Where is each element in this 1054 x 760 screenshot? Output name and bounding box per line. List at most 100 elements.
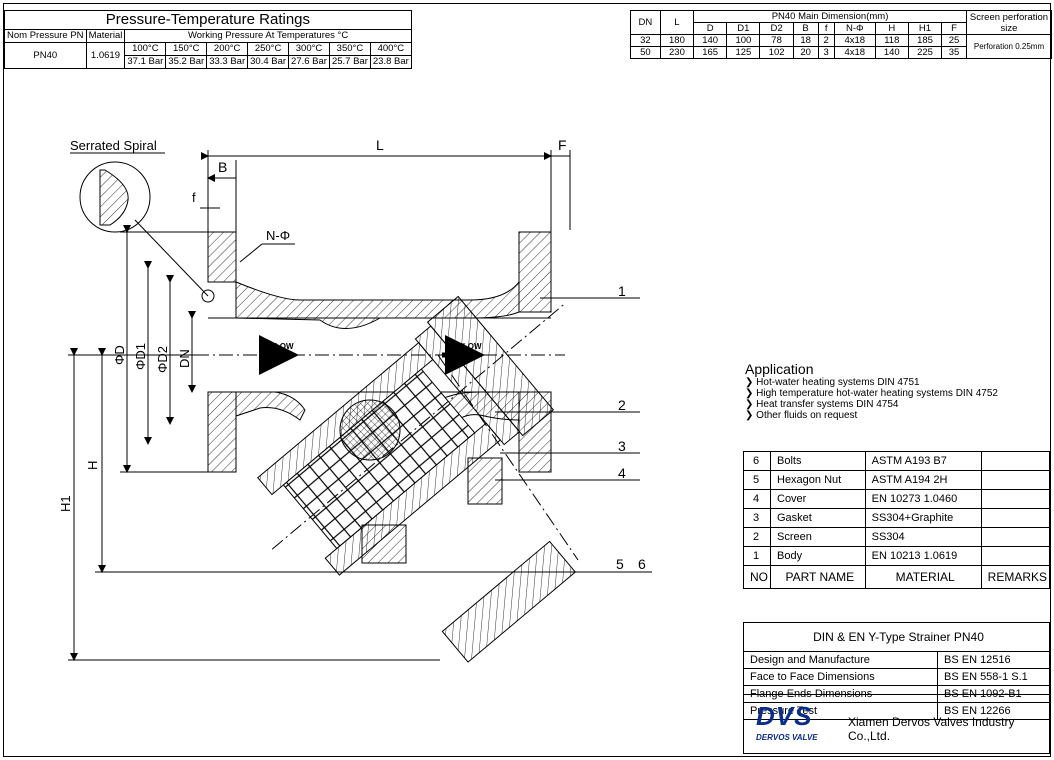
part-material: EN 10273 1.0460	[864, 489, 982, 509]
dim-cell: 78	[759, 34, 794, 47]
part-no: 5	[743, 470, 771, 490]
standard-value: BS EN 12516	[937, 651, 1050, 669]
header-remarks: REMARKS	[980, 565, 1051, 589]
standard-row: Face to Face Dimensions BS EN 558-1 S.1	[743, 668, 1050, 686]
dim-d2-label: ΦD2	[155, 346, 170, 373]
dim-cell: 2	[817, 34, 835, 47]
bolt-lower	[361, 524, 407, 564]
part-name: Screen	[770, 527, 866, 547]
part-name: Body	[770, 546, 866, 566]
spiral-location-marker	[201, 289, 215, 303]
standard-label: Face to Face Dimensions	[743, 668, 938, 686]
col-l: L	[659, 10, 695, 35]
flow-label-right: FLOW	[458, 342, 482, 351]
dim-cell: 35	[941, 46, 967, 59]
dim-f-small-label: f	[192, 190, 196, 205]
dim-d-label: ΦD	[112, 345, 127, 365]
spiral-profile	[99, 169, 129, 226]
part-remarks	[980, 527, 1051, 547]
left-flange-bottom	[207, 391, 237, 473]
part-material: ASTM A194 2H	[864, 470, 982, 490]
part-material: ASTM A193 B7	[864, 451, 982, 471]
dim-cell: 102	[759, 46, 794, 59]
part-name: Cover	[770, 489, 866, 509]
header-no: NO	[743, 565, 771, 589]
application-notes: Application ❯ Hot-water heating systems …	[745, 362, 998, 421]
callout-2: 2	[618, 397, 626, 413]
dim-cell: 230	[659, 46, 695, 59]
screen-perforation-header: Screen perforation size	[966, 10, 1052, 35]
header-material: MATERIAL	[864, 565, 982, 589]
dim-cell: 225	[907, 46, 943, 59]
parts-row: 4 Cover EN 10273 1.0460	[743, 489, 1051, 509]
pressure-cell: 25.7 Bar	[328, 55, 371, 69]
material-code: 1.0619	[85, 42, 126, 69]
dim-cell: 185	[907, 34, 943, 47]
spiral-leader	[134, 219, 209, 297]
part-remarks	[980, 470, 1051, 490]
standard-row: Pressure Test BS EN 12266	[743, 702, 1050, 720]
dim-cell: 3	[817, 46, 835, 59]
dim-col: H	[874, 22, 909, 35]
dim-cell: 125	[726, 46, 761, 59]
dim-dn-label: DN	[177, 349, 192, 368]
dim-b-label: B	[218, 159, 227, 175]
part-remarks	[980, 546, 1051, 566]
application-item: ❯ Hot-water heating systems DIN 4751	[745, 377, 920, 388]
strainer-cross-section: Serrated Spiral L F B f N-Φ ΦD ΦD1 ΦD2 D…	[58, 137, 652, 663]
spiral-detail-circle	[79, 161, 151, 233]
dim-cell: 4x18	[833, 34, 876, 47]
part-no: 2	[743, 527, 771, 547]
dim-f-label: F	[558, 137, 567, 153]
dim-cell: 25	[941, 34, 967, 47]
centerline-diag	[437, 354, 579, 561]
part-name: Gasket	[770, 508, 866, 528]
part-remarks	[980, 508, 1051, 528]
company-logo-subtitle: DERVOS VALVE	[756, 733, 818, 742]
part-material: SS304	[864, 527, 982, 547]
dim-col: N-Φ	[833, 22, 876, 35]
drain-plug	[441, 540, 577, 663]
callout-6: 6	[638, 556, 646, 572]
serrated-spiral-label: Serrated Spiral	[70, 138, 157, 153]
standard-label: Design and Manufacture	[743, 651, 938, 669]
parts-list-table: 6 Bolts ASTM A193 B7 5 Hexagon Nut ASTM …	[743, 451, 1051, 589]
callout-5: 5	[616, 556, 624, 572]
application-item: ❯ Heat transfer systems DIN 4754	[745, 399, 899, 410]
part-material: EN 10213 1.0619	[864, 546, 982, 566]
dim-cell: 18	[792, 34, 819, 47]
drawing-frame	[3, 3, 1051, 757]
dim-cell: 140	[874, 46, 909, 59]
dim-col: F	[941, 22, 967, 35]
part-no: 4	[743, 489, 771, 509]
dim-h-label: H	[85, 461, 100, 470]
header-part-name: PART NAME	[770, 565, 866, 589]
pressure-cell: 33.3 Bar	[206, 55, 249, 69]
parts-row: 1 Body EN 10213 1.0619	[743, 546, 1051, 566]
mesh-detail	[339, 399, 401, 461]
perforation-size: Perforation 0.25mm	[966, 34, 1052, 59]
pressure-cell: 27.6 Bar	[288, 55, 330, 69]
company-name: Xiamen Dervos Valves Industry Co.,Ltd.	[848, 715, 1015, 743]
product-title: DIN & EN Y-Type Strainer PN40	[743, 622, 1050, 652]
pressure-temperature-table: Pressure-Temperature Ratings Nom Pressur…	[4, 10, 412, 69]
dim-cell: 20	[792, 46, 819, 59]
dim-l-label: L	[376, 137, 384, 153]
application-item: ❯ Other fluids on request	[745, 410, 858, 421]
part-remarks	[980, 489, 1051, 509]
parts-row: 6 Bolts ASTM A193 B7	[743, 451, 1051, 471]
standard-row: Design and Manufacture BS EN 12516	[743, 651, 1050, 669]
left-flange-top	[207, 231, 237, 283]
callout-3: 3	[618, 438, 626, 454]
callout-1: 1	[618, 283, 626, 299]
standard-value: BS EN 558-1 S.1	[937, 668, 1050, 686]
dim-cell: 118	[874, 34, 909, 47]
dim-col: H1	[907, 22, 943, 35]
main-dimension-table: DN L PN40 Main Dimension(mm) Screen perf…	[630, 10, 1052, 59]
bolt-upper	[467, 457, 503, 505]
branch-centerline	[271, 304, 564, 550]
parts-row: 2 Screen SS304	[743, 527, 1051, 547]
company-block: DVS DERVOS VALVE Xiamen Dervos Valves In…	[743, 694, 1050, 754]
dim-col: f	[817, 22, 835, 35]
dim-col: B	[792, 22, 819, 35]
